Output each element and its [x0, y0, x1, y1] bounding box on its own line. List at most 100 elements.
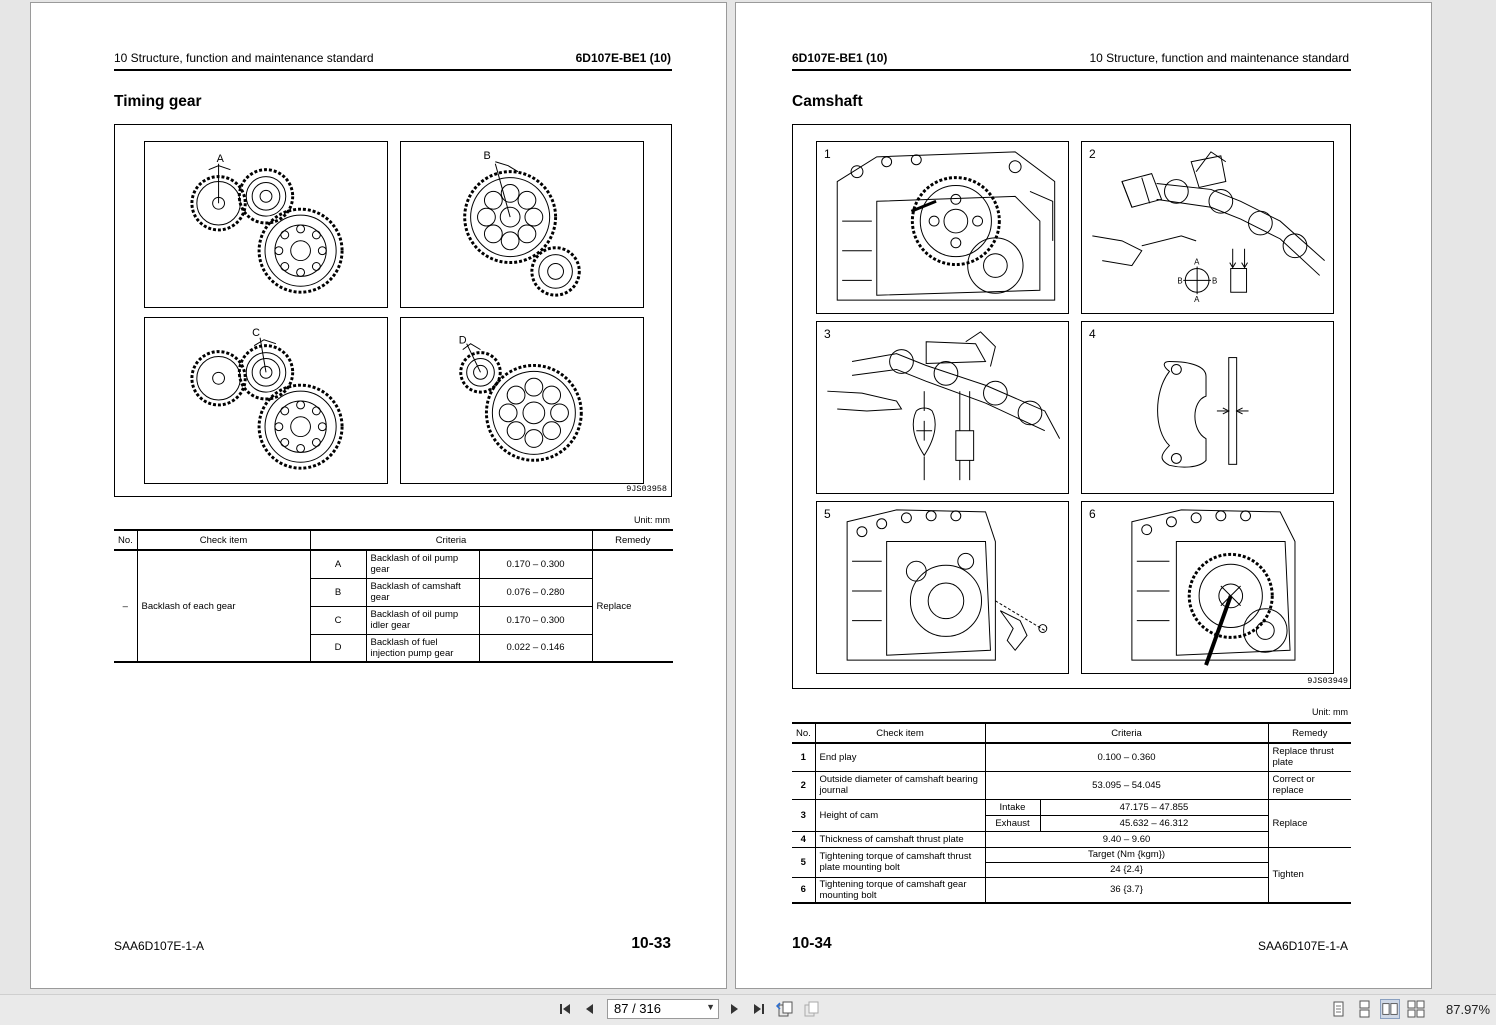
facing-view-button[interactable] — [1380, 999, 1400, 1019]
cell-remedy: Correct or replace — [1267, 770, 1351, 800]
table-row: – Backlash of each gear A Backlash of oi… — [114, 549, 674, 663]
cell-value: 24 {2.4} — [985, 861, 1268, 878]
single-page-icon — [1333, 1001, 1344, 1017]
engine-gear-drawing — [836, 151, 1056, 301]
cell-value: 47.175 – 47.855 — [1039, 798, 1269, 816]
cell-remedy: Replace thrust plate — [1267, 742, 1351, 772]
col-header-criteria: Criteria — [309, 529, 593, 551]
cell-no: 5 — [792, 846, 816, 878]
engine-assembly-drawing-6 — [1131, 509, 1296, 666]
last-page-button[interactable] — [748, 999, 768, 1019]
page-number-input[interactable]: 87 / 316 ▼ — [607, 999, 719, 1019]
gear-panel-a: A — [144, 141, 388, 308]
camshaft-panel-2: 2 — [1081, 141, 1334, 314]
go-back-icon — [775, 1001, 793, 1017]
page-header-right: 6D107E-BE1 (10) — [575, 51, 671, 65]
next-page-button[interactable] — [724, 999, 744, 1019]
cell-remedy: Replace — [591, 549, 674, 663]
page-number: 10-33 — [631, 935, 671, 952]
figure-id: 9JS03958 — [626, 484, 667, 494]
go-forward-button[interactable] — [801, 999, 821, 1019]
cell-item: Tightening torque of camshaft gear mount… — [814, 876, 986, 904]
col-header-check-item: Check item — [814, 722, 986, 744]
panel-label-c: C — [252, 327, 260, 339]
cell-key: D — [310, 633, 367, 663]
continuous-facing-view-button[interactable] — [1406, 999, 1426, 1019]
camshaft-panel-4: 4 — [1081, 321, 1334, 494]
gear-diagram-b: B — [463, 150, 581, 297]
panel2-label-left: B — [1177, 276, 1182, 285]
gear-diagram-a: A — [190, 153, 344, 294]
cell-remedy: Tighten — [1267, 846, 1351, 904]
page-dropdown-icon[interactable]: ▼ — [706, 1002, 715, 1012]
continuous-page-icon — [1359, 1000, 1370, 1018]
section-title: Camshaft — [792, 93, 863, 110]
col-header-no: No. — [114, 529, 138, 551]
col-header-remedy: Remedy — [591, 529, 674, 551]
table-row: 5 Tightening torque of camshaft thrust p… — [792, 846, 1351, 904]
cell-check-item: Backlash of each gear — [136, 549, 311, 663]
cell-no: 2 — [792, 770, 816, 800]
panel-number: 2 — [1089, 147, 1096, 161]
cell-value: 36 {3.7} — [984, 876, 1268, 904]
table-row: 2 Outside diameter of camshaft bearing j… — [792, 770, 1351, 800]
first-page-button[interactable] — [556, 999, 576, 1019]
cell-criteria-head: Target (Nm {kgm}) — [984, 846, 1269, 863]
cell-item: Backlash of camshaft gear — [365, 577, 480, 607]
cell-item: Thickness of camshaft thrust plate — [814, 830, 986, 848]
header-rule — [792, 69, 1351, 71]
cell-value: 0.100 – 0.360 — [984, 742, 1269, 772]
header-rule — [114, 69, 672, 71]
continuous-view-button[interactable] — [1354, 999, 1374, 1019]
pdf-viewer-toolbar: 87 / 316 ▼ 87.97% — [0, 994, 1496, 1025]
cell-value: 45.632 – 46.312 — [1039, 814, 1268, 832]
page-number-value: 87 / 316 — [614, 1001, 661, 1016]
go-forward-icon — [804, 1001, 819, 1017]
single-page-view-button[interactable] — [1328, 999, 1348, 1019]
panel-number: 4 — [1089, 327, 1096, 341]
section-title: Timing gear — [114, 93, 202, 110]
facing-pages-icon — [1382, 1003, 1398, 1015]
cell-item: Backlash of oil pump gear — [365, 549, 480, 579]
col-header-no: No. — [792, 722, 816, 744]
pdf-page-right: 6D107E-BE1 (10) 10 Structure, function a… — [735, 2, 1432, 989]
table-row: Exhaust 45.632 – 46.312 — [792, 814, 1351, 832]
cell-no: – — [114, 549, 138, 663]
zoom-level[interactable]: 87.97% — [1446, 1002, 1491, 1017]
camshaft-figure: 1 2 — [792, 124, 1351, 689]
cell-item: Backlash of fuel injection pump gear — [365, 633, 480, 663]
table-row: B Backlash of camshaft gear 0.076 – 0.28… — [114, 577, 673, 607]
table-row: 1 End play 0.100 – 0.360 Replace thrust … — [792, 742, 1351, 772]
page-header-left: 10 Structure, function and maintenance s… — [114, 51, 374, 65]
previous-page-button[interactable] — [580, 999, 600, 1019]
panel-label-a: A — [217, 153, 225, 165]
cell-key: B — [310, 577, 367, 607]
cell-value: 0.170 – 0.300 — [478, 605, 593, 635]
gear-diagram-d: D — [459, 335, 583, 462]
gear-panel-b: B — [400, 141, 644, 308]
footer-code: SAA6D107E-1-A — [1257, 939, 1348, 953]
cell-no: 3 — [792, 798, 816, 832]
cell-value: 0.076 – 0.280 — [478, 577, 593, 607]
panel-number: 5 — [824, 507, 831, 521]
camshaft-panel-5: 5 — [816, 501, 1069, 674]
cell-item: End play — [814, 742, 986, 772]
pdf-page-left: 10 Structure, function and maintenance s… — [30, 2, 727, 989]
panel-label-b: B — [483, 150, 490, 162]
go-back-button[interactable] — [775, 999, 795, 1019]
cell-no: 6 — [792, 876, 816, 904]
gear-panel-c: C — [144, 317, 388, 484]
timing-gear-spec-table: No. Check item Criteria Remedy – Backlas… — [114, 529, 674, 663]
table-row: 3 Height of cam Intake 47.175 – 47.855 R… — [792, 798, 1351, 848]
cell-item: Backlash of oil pump idler gear — [365, 605, 480, 635]
cell-sub-label: Exhaust — [985, 814, 1041, 832]
table-row: 6 Tightening torque of camshaft gear mou… — [792, 876, 1351, 904]
cell-sub-label: Intake — [984, 798, 1041, 816]
page-header-right: 10 Structure, function and maintenance s… — [1089, 51, 1350, 65]
cell-no: 1 — [792, 742, 816, 772]
engine-assembly-drawing-5 — [846, 509, 1048, 661]
page-number: 10-34 — [792, 935, 832, 952]
page-header-left: 6D107E-BE1 (10) — [792, 51, 888, 65]
camshaft-panel-3: 3 — [816, 321, 1069, 494]
unit-label: Unit: mm — [1312, 707, 1348, 717]
